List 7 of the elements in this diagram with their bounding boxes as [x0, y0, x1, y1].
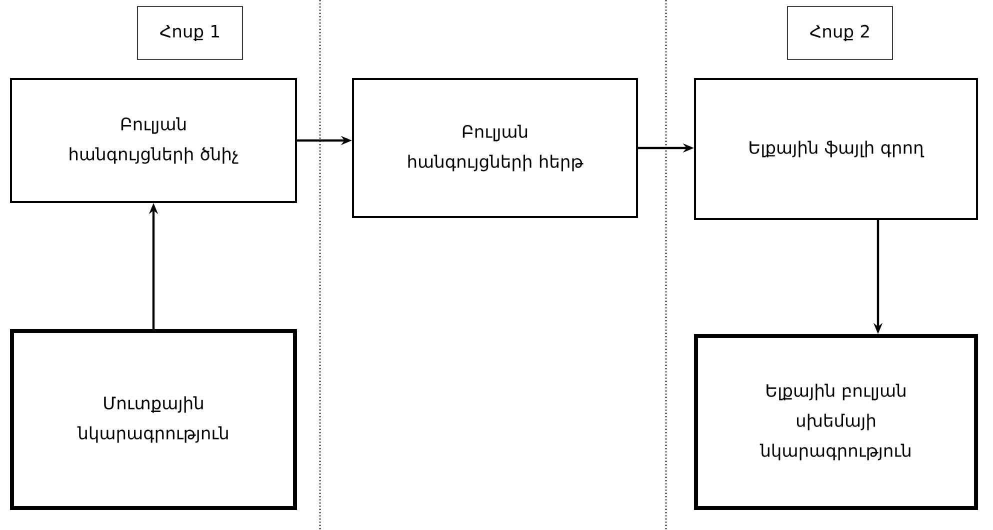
process-box: Ելքային ֆայլի գրող [694, 78, 978, 220]
stream-label-box: Հոսք 1 [137, 6, 243, 60]
stream-label-box: Հոսք 2 [787, 6, 893, 60]
process-box: Բուլյան հանգույցների ծնիչ [10, 78, 297, 203]
data-box: Մուտքային նկարագրություն [10, 329, 297, 510]
data-box: Ելքային բուլյան սխեմայի նկարագրություն [694, 334, 978, 510]
process-box: Բուլյան հանգույցների հերթ [352, 78, 638, 218]
